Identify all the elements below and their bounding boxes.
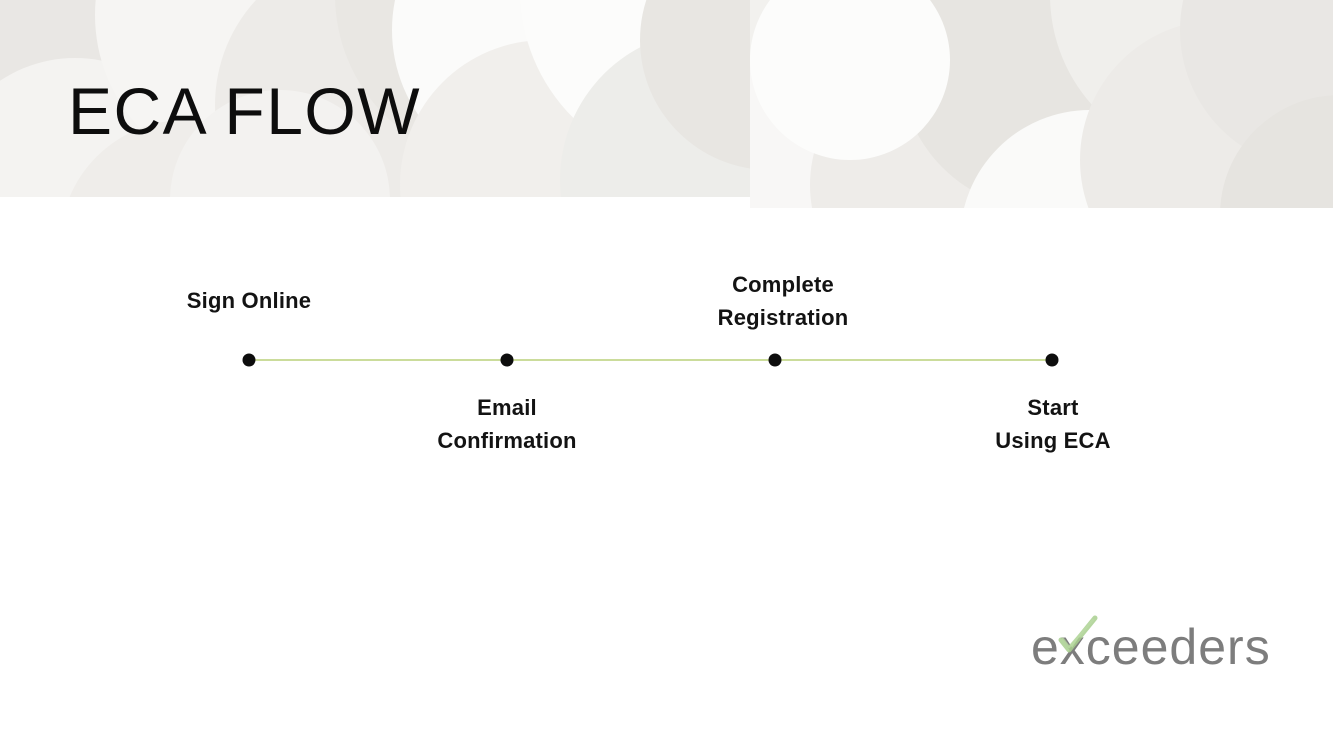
timeline-track xyxy=(249,359,1052,361)
timeline-label-sign-online: Sign Online xyxy=(187,284,311,317)
timeline-label-line: Email xyxy=(477,395,537,420)
timeline-label-line: Registration xyxy=(717,305,849,330)
page-title: ECA FLOW xyxy=(68,74,422,148)
timeline-label-start-using-eca: Start Using ECA xyxy=(995,391,1110,457)
timeline-label-line: Using ECA xyxy=(995,428,1111,453)
timeline-node[interactable] xyxy=(1045,353,1059,367)
decor-circle xyxy=(750,0,950,160)
timeline-node[interactable] xyxy=(768,353,782,367)
timeline-label-line: Complete xyxy=(732,272,834,297)
timeline-node[interactable] xyxy=(242,353,256,367)
timeline-label-complete-registration: Complete Registration xyxy=(718,268,849,334)
exceeders-logo: exceeders xyxy=(1031,615,1270,676)
timeline-label-line: Start xyxy=(1027,395,1079,420)
exceeders-logo-text: exceeders xyxy=(1031,619,1271,675)
timeline-label-line: Confirmation xyxy=(437,428,577,453)
timeline-label-email-confirmation: Email Confirmation xyxy=(437,391,576,457)
header-band-left xyxy=(0,0,750,197)
timeline-label-line: Sign Online xyxy=(186,288,312,313)
timeline-node[interactable] xyxy=(500,353,514,367)
header-band-right xyxy=(750,0,1333,208)
header-banner xyxy=(0,0,1333,208)
